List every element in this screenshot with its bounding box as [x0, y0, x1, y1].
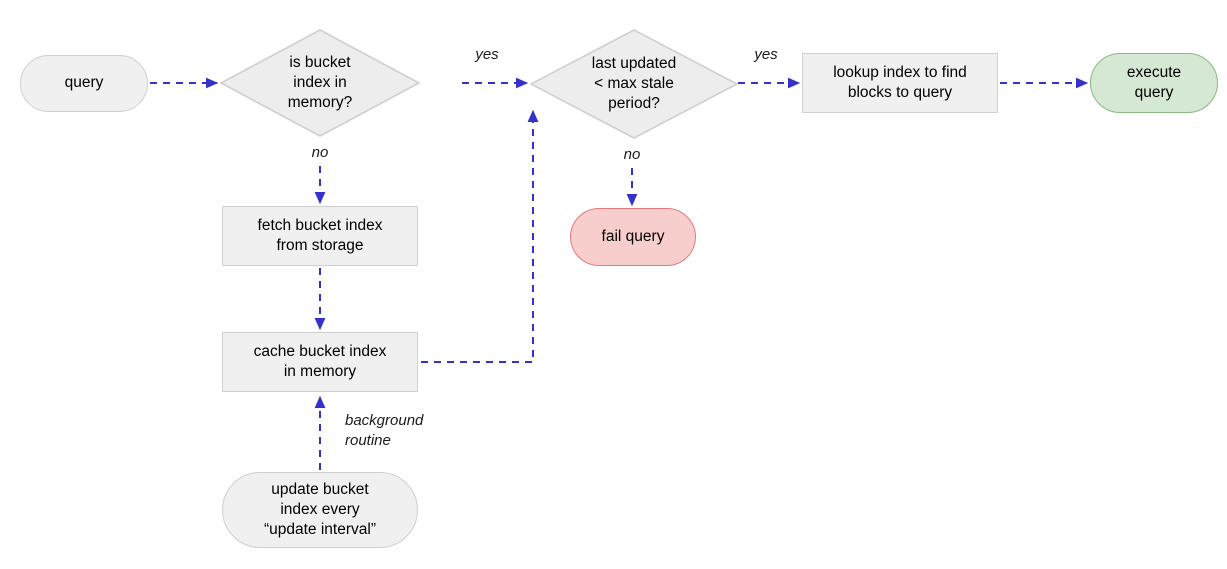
edge-label-memory-yes: yes	[475, 46, 499, 63]
node-update-index[interactable]: update bucket index every “update interv…	[222, 472, 418, 548]
node-last-updated[interactable]: last updated < max stale period?	[530, 29, 738, 139]
node-fail-query-label: fail query	[601, 227, 665, 245]
node-lookup-index[interactable]: lookup index to find blocks to query	[802, 53, 998, 113]
edge-label-stale-yes: yes	[754, 46, 778, 63]
node-execute-query[interactable]: execute query	[1090, 53, 1218, 113]
edge-cache-to-stale-loop	[421, 109, 539, 363]
edge-label-background-routine: background routine	[345, 412, 424, 449]
node-execute-query-label: execute query	[1126, 63, 1182, 101]
node-is-index-in-memory-label: is bucket index in memory?	[287, 53, 353, 112]
node-query[interactable]: query	[20, 55, 148, 112]
node-is-index-in-memory[interactable]: is bucket index in memory?	[220, 29, 420, 137]
node-query-label: query	[64, 74, 104, 92]
edge-label-stale-no: no	[623, 146, 641, 163]
node-update-index-label: update bucket index every “update interv…	[263, 480, 376, 539]
node-fail-query[interactable]: fail query	[570, 208, 696, 266]
node-fetch-index-label: fetch bucket index from storage	[257, 216, 383, 254]
diamond-outline	[220, 29, 420, 137]
edge-label-memory-no: no	[311, 144, 329, 161]
node-fetch-index[interactable]: fetch bucket index from storage	[222, 206, 418, 266]
node-cache-index-label: cache bucket index in memory	[253, 342, 387, 380]
node-cache-index[interactable]: cache bucket index in memory	[222, 332, 418, 392]
diamond-outline	[530, 29, 738, 139]
node-lookup-index-label: lookup index to find blocks to query	[833, 63, 967, 101]
node-last-updated-label: last updated < max stale period?	[591, 54, 677, 113]
